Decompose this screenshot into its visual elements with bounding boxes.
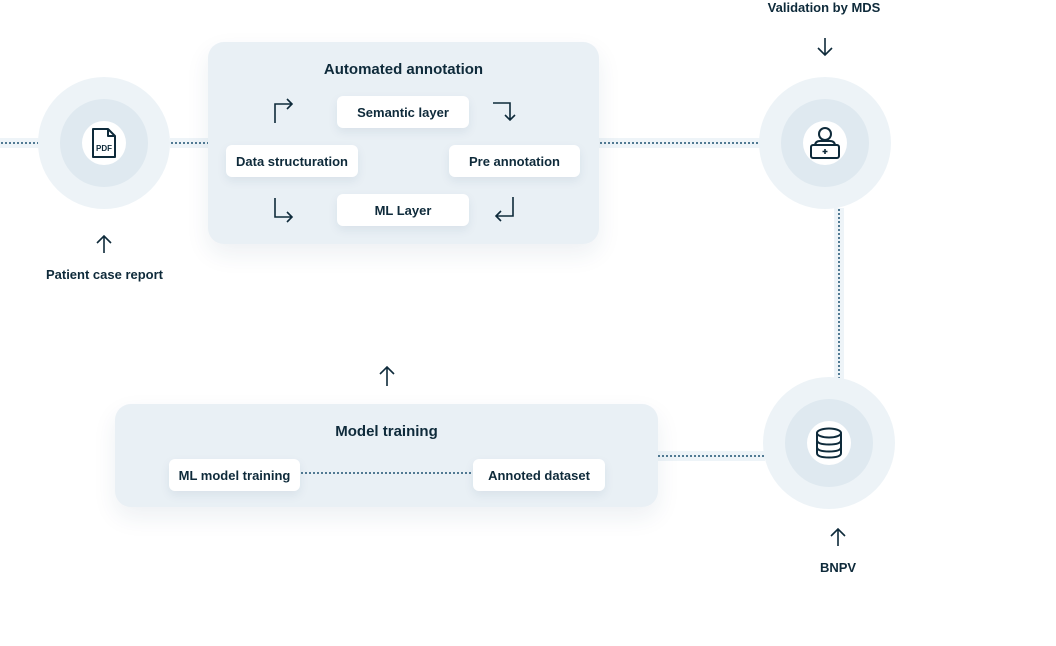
- pdf-icon-text: PDF: [96, 144, 112, 153]
- model-training-panel: Model training ML model training Annoted…: [115, 404, 658, 507]
- patient-report-label: Patient case report: [45, 267, 164, 282]
- data-structuration-step: Data structuration: [226, 145, 358, 177]
- database-node-ring: [785, 399, 873, 487]
- pdf-file-icon: PDF: [92, 128, 116, 158]
- arrow-up-left-turn-icon: [492, 196, 518, 222]
- connector-pdf-to-annotation: [170, 138, 208, 148]
- patient-report-node-ring: PDF: [60, 99, 148, 187]
- arrow-down-icon: [815, 37, 835, 57]
- validation-node: [759, 77, 891, 209]
- database-icon: [816, 427, 842, 459]
- database-node: [763, 377, 895, 509]
- connector-validation-to-database: [834, 208, 844, 380]
- model-training-title: Model training: [335, 423, 438, 440]
- arrow-right-down-turn-icon: [492, 100, 518, 124]
- validation-node-ring: [781, 99, 869, 187]
- ml-model-training-step: ML model training: [169, 459, 300, 491]
- arrow-down-right-turn-icon: [272, 197, 296, 223]
- patient-report-node-core: PDF: [82, 121, 126, 165]
- arrow-up-icon: [377, 365, 397, 387]
- semantic-layer-step: Semantic layer: [337, 96, 469, 128]
- arrow-up-icon: [828, 527, 848, 547]
- connector-annotation-to-validation: [599, 138, 761, 148]
- arrow-up-icon: [94, 234, 114, 254]
- ml-layer-step: ML Layer: [337, 194, 469, 226]
- arrow-up-right-turn-icon: [272, 98, 296, 124]
- bnpv-label: BNPV: [819, 560, 857, 575]
- medical-staff-icon: [810, 127, 840, 159]
- automated-annotation-panel: Automated annotation Semantic layer Data…: [208, 42, 599, 244]
- training-dotted-link: [300, 471, 474, 475]
- pre-annotation-step: Pre annotation: [449, 145, 580, 177]
- automated-annotation-title: Automated annotation: [323, 61, 484, 78]
- connector-training-to-database: [657, 451, 765, 461]
- annoted-dataset-step: Annoted dataset: [473, 459, 605, 491]
- validation-label: Validation by MDS: [767, 0, 881, 15]
- connector-left-edge: [0, 138, 40, 148]
- database-node-core: [807, 421, 851, 465]
- validation-node-core: [803, 121, 847, 165]
- patient-report-node: PDF: [38, 77, 170, 209]
